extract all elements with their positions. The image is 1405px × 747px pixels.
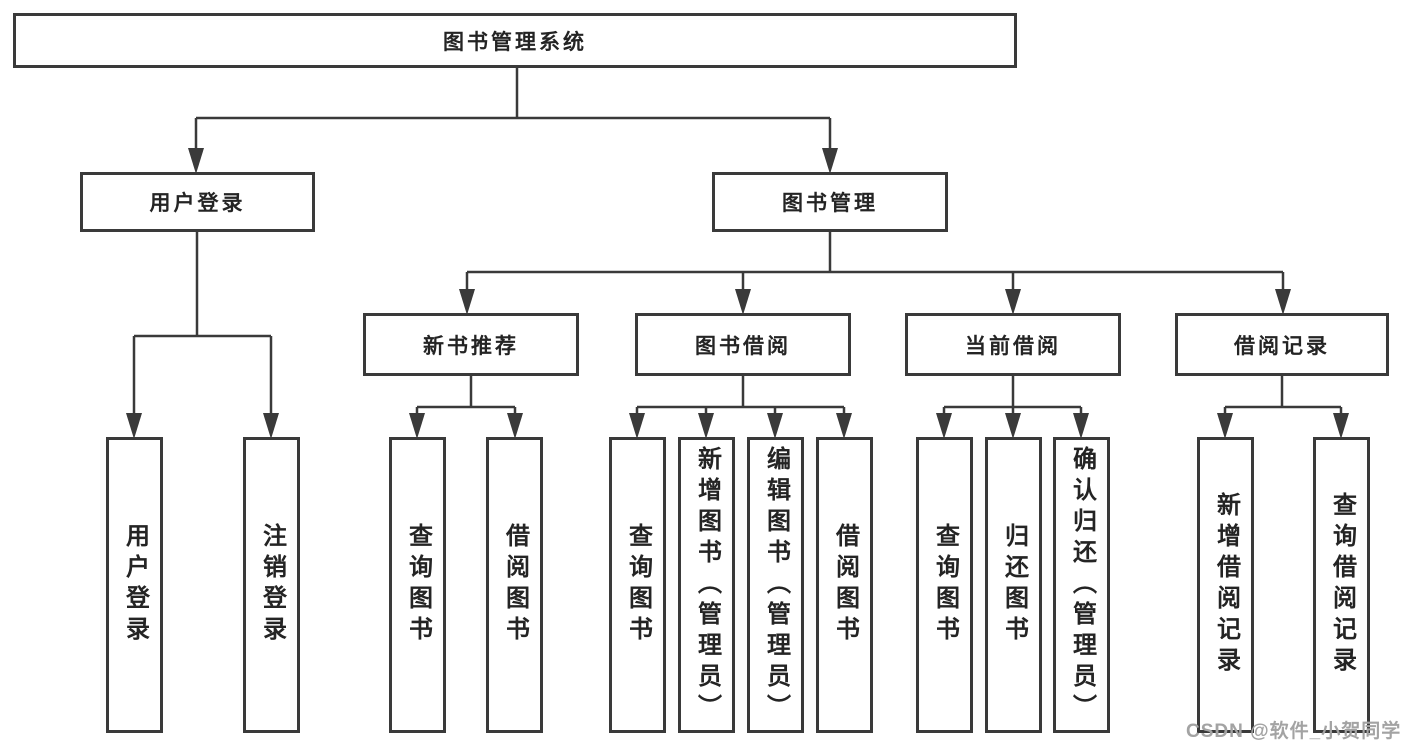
connector-book-management-to-sections (465, 232, 1285, 292)
leaf-confirm-return-admin: 确认归还（管理员） (1053, 437, 1110, 733)
leaf-borrow-books-recommend: 借阅图书 (486, 437, 543, 733)
node-new-book-recommend: 新书推荐 (363, 313, 579, 376)
leaf-return-books: 归还图书 (985, 437, 1042, 733)
leaf-add-borrow-record: 新增借阅记录 (1197, 437, 1254, 733)
node-user-login: 用户登录 (80, 172, 315, 232)
arrow-down-icon (188, 148, 204, 174)
arrow-down-icon (629, 413, 645, 439)
node-borrow-records: 借阅记录 (1175, 313, 1389, 376)
arrow-down-icon (936, 413, 952, 439)
node-book-borrow: 图书借阅 (635, 313, 851, 376)
node-current-borrow: 当前借阅 (905, 313, 1121, 376)
arrow-down-icon (1073, 413, 1089, 439)
arrow-down-icon (1005, 289, 1021, 315)
leaf-user-login: 用户登录 (106, 437, 163, 733)
arrow-down-icon (1005, 413, 1021, 439)
connector-book-borrow-to-children (635, 376, 846, 416)
leaf-add-books-admin: 新增图书（管理员） (678, 437, 735, 733)
arrow-down-icon (126, 413, 142, 439)
arrow-down-icon (1275, 289, 1291, 315)
leaf-query-books-borrow: 查询图书 (609, 437, 666, 733)
arrow-down-icon (767, 413, 783, 439)
leaf-query-books-recommend: 查询图书 (389, 437, 446, 733)
leaf-logout: 注销登录 (243, 437, 300, 733)
connector-new-book-recommend-to-children (415, 376, 517, 416)
node-book-management: 图书管理 (712, 172, 948, 232)
arrow-down-icon (507, 413, 523, 439)
leaf-borrow-books: 借阅图书 (816, 437, 873, 733)
arrow-down-icon (822, 148, 838, 174)
arrow-down-icon (1333, 413, 1349, 439)
csdn-watermark: CSDN @软件_小贺同学 (1186, 721, 1402, 742)
connector-root-to-level2 (194, 68, 832, 150)
leaf-query-books-current: 查询图书 (916, 437, 973, 733)
connector-borrow-records-to-children (1223, 376, 1343, 416)
arrow-down-icon (698, 413, 714, 439)
arrow-down-icon (1217, 413, 1233, 439)
node-root: 图书管理系统 (13, 13, 1017, 68)
leaf-edit-books-admin: 编辑图书（管理员） (747, 437, 804, 733)
arrow-down-icon (735, 289, 751, 315)
connector-current-borrow-to-children (942, 376, 1083, 416)
arrow-down-icon (409, 413, 425, 439)
leaf-query-borrow-record: 查询借阅记录 (1313, 437, 1370, 733)
arrow-down-icon (836, 413, 852, 439)
connector-user-login-to-children (132, 232, 273, 416)
arrow-down-icon (459, 289, 475, 315)
arrow-down-icon (263, 413, 279, 439)
